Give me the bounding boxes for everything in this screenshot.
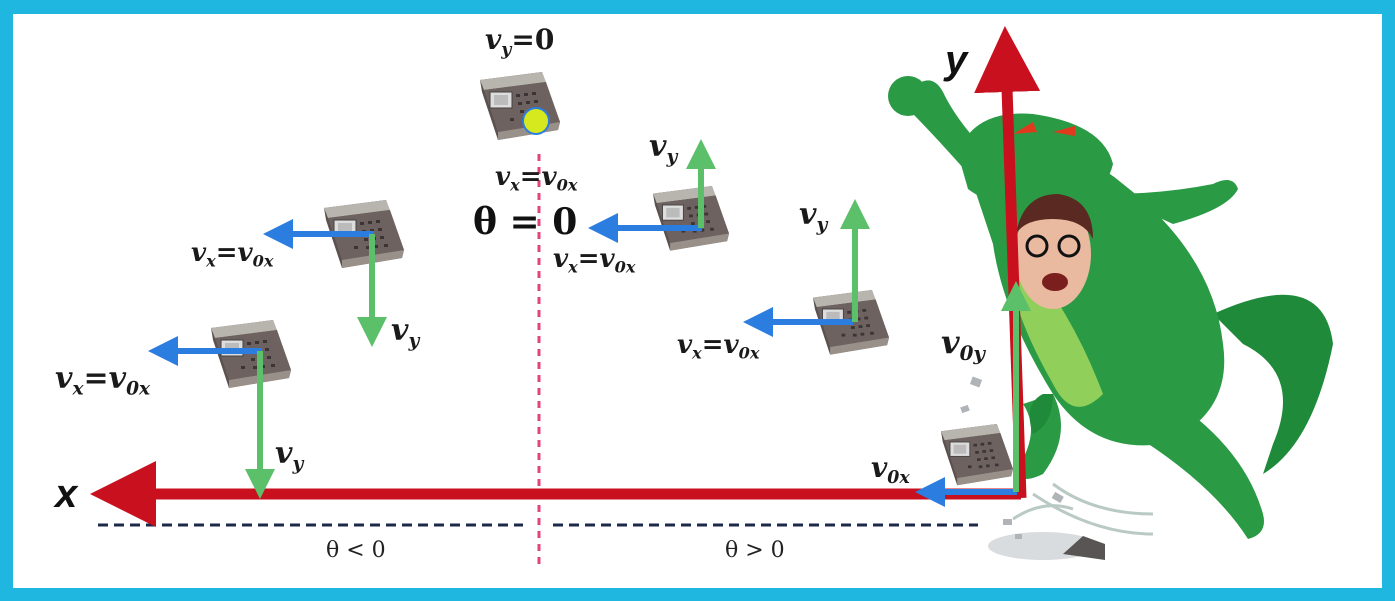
label-vy-up-1: vy	[649, 129, 678, 168]
label-v0x: v0x	[871, 451, 910, 489]
building-icon-apex	[479, 71, 561, 141]
label-theta-zero: θ = 0	[473, 201, 578, 243]
monster-illustration	[888, 76, 1333, 560]
diagram-canvas: x y vy=0 vx=v0x θ = 0 vx=v0x vy vy vx=v0…	[13, 14, 1382, 588]
label-vy-up-2: vy	[799, 197, 828, 236]
label-vy-down-1: vy	[391, 313, 420, 352]
label-vx-up-2: vx=v0x	[677, 330, 760, 363]
label-theta-positive: θ > 0	[725, 538, 785, 563]
label-vx-up-1: vx=v0x	[553, 244, 636, 277]
building-icon-launch	[940, 423, 1014, 486]
apex-dot	[522, 107, 550, 135]
label-theta-negative: θ < 0	[326, 538, 386, 563]
label-vx-down-1: vx=v0x	[191, 238, 274, 271]
diagram-svg	[90, 26, 1333, 564]
x-axis-label: x	[55, 472, 78, 516]
y-axis-label: y	[945, 38, 968, 82]
label-vx-apex: vx=v0x	[495, 162, 578, 195]
label-vx-down-2: vx=v0x	[55, 361, 151, 400]
building-icon-up-1	[652, 185, 730, 252]
label-vy-down-2: vy	[275, 436, 304, 475]
label-vy-zero: vy=0	[485, 23, 555, 61]
label-v0y: v0y	[941, 323, 985, 365]
